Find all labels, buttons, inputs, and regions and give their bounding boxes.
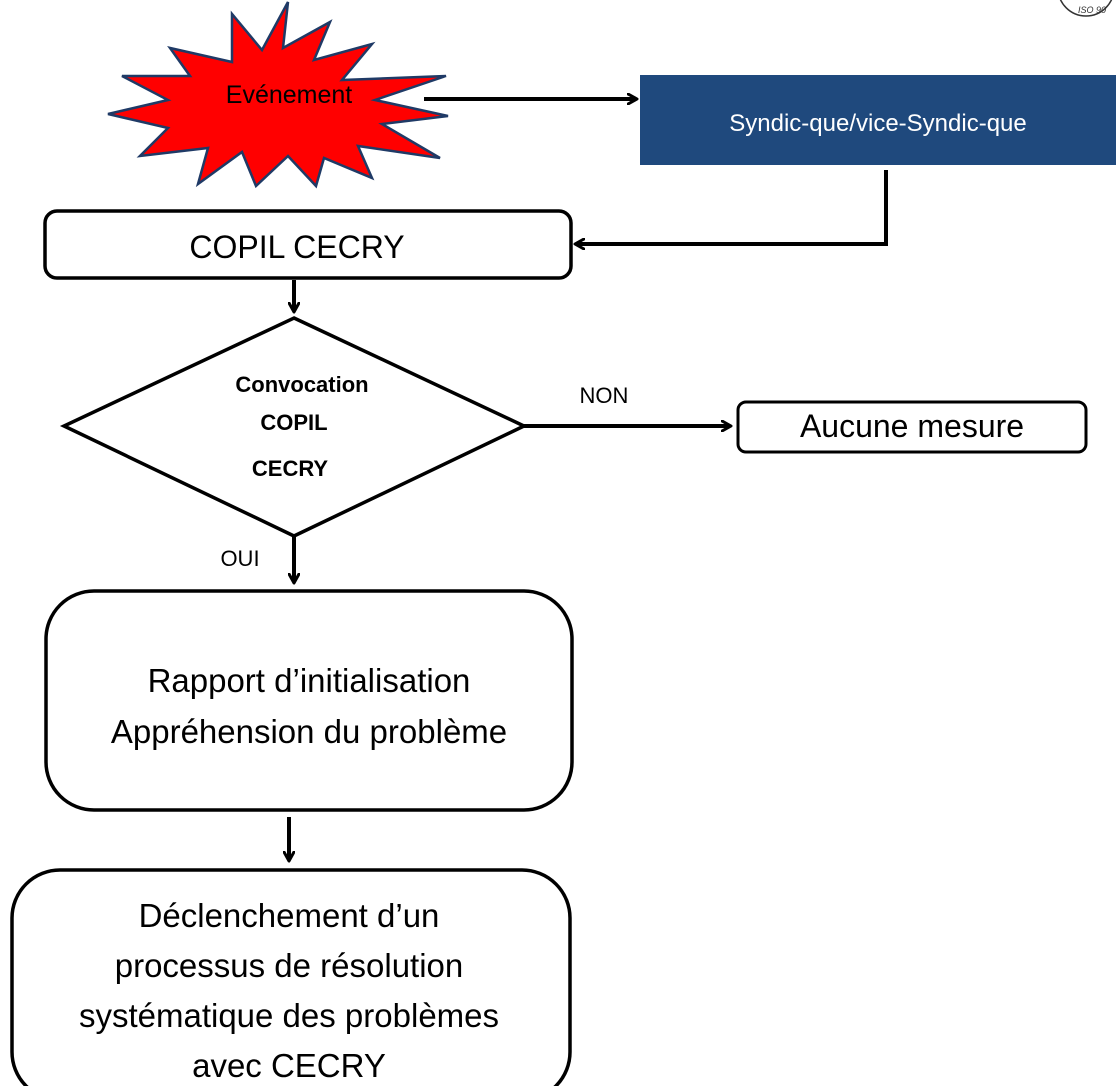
resolution-line-3: systématique des problèmes xyxy=(79,997,499,1034)
syndic-label: Syndic-que/vice-Syndic-que xyxy=(729,110,1026,137)
no-action-box-border xyxy=(736,400,1088,454)
no-action-box[interactable]: Aucune mesure xyxy=(736,400,1088,454)
copil-box-border xyxy=(43,209,573,280)
decision-line-2: COPIL xyxy=(260,410,327,435)
decision-diamond[interactable]: Convocation COPIL CECRY xyxy=(59,316,529,538)
arrow-syndic-to-copil xyxy=(576,170,888,244)
syndic-box-bg xyxy=(640,75,1116,165)
report-box[interactable]: Rapport d’initialisation Appréhension du… xyxy=(44,589,574,812)
copil-label: COPIL CECRY xyxy=(189,229,404,265)
starburst-shape xyxy=(107,1,449,189)
decision-shape xyxy=(59,316,529,538)
resolution-line-4: avec CECRY xyxy=(192,1047,386,1084)
iso-seal-logo: ISO 90 xyxy=(1059,0,1113,17)
resolution-box-border xyxy=(10,868,572,1086)
no-action-label: Aucune mesure xyxy=(800,408,1024,444)
event-label: Evénement xyxy=(226,81,353,109)
resolution-box[interactable]: Déclenchement d’un processus de résoluti… xyxy=(10,868,572,1086)
resolution-line-1: Déclenchement d’un xyxy=(139,897,440,934)
iso-seal-text: ISO 90 xyxy=(1078,5,1106,15)
yes-branch-label: OUI xyxy=(220,546,259,571)
event-starburst[interactable]: Evénement xyxy=(107,1,449,189)
resolution-line-2: processus de résolution xyxy=(115,947,464,984)
no-branch-label: NON xyxy=(580,383,629,408)
syndic-box[interactable]: Syndic-que/vice-Syndic-que xyxy=(640,75,1116,165)
copil-box[interactable]: COPIL CECRY xyxy=(43,209,573,280)
decision-line-1: Convocation xyxy=(235,372,368,397)
decision-line-3: CECRY xyxy=(252,456,329,481)
report-box-border xyxy=(44,589,574,812)
report-line-1: Rapport d’initialisation xyxy=(148,662,471,699)
report-line-2: Appréhension du problème xyxy=(111,713,507,750)
